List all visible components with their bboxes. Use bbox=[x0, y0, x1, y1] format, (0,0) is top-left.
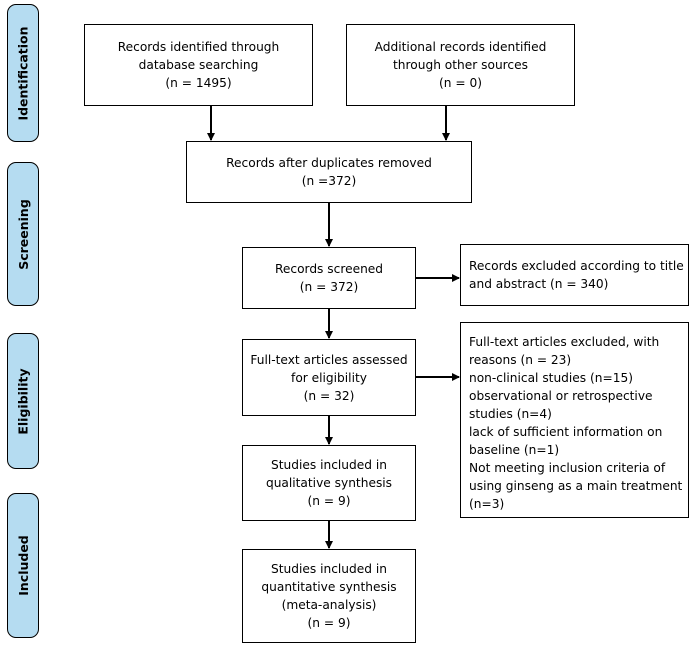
box-line: Additional records identified bbox=[374, 40, 547, 54]
box-line: reasons (n = 23) bbox=[469, 353, 572, 367]
box-line: quantitative synthesis bbox=[261, 580, 397, 594]
box-line: Studies included in bbox=[271, 458, 387, 472]
stage-identification: Identification bbox=[7, 4, 39, 142]
box-excluded-title-abstract: Records excluded according to title and … bbox=[460, 244, 689, 306]
box-quantitative-synthesis: Studies included in quantitative synthes… bbox=[242, 549, 416, 643]
box-line: (n = 0) bbox=[439, 76, 482, 90]
box-line: Not meeting inclusion criteria of bbox=[469, 461, 666, 475]
box-line: Records after duplicates removed bbox=[226, 156, 432, 170]
box-line: (n = 9) bbox=[307, 616, 351, 630]
box-line: (n = 1495) bbox=[165, 76, 232, 90]
box-line: (meta-analysis) bbox=[281, 598, 377, 612]
box-records-screened: Records screened (n = 372) bbox=[242, 247, 416, 309]
box-line: for eligibility bbox=[291, 370, 367, 385]
box-fulltext-assessed: Full-text articles assessed for eligibil… bbox=[242, 339, 416, 416]
box-line: (n =372) bbox=[301, 174, 357, 188]
box-line: Records identified through bbox=[117, 40, 280, 54]
box-line: lack of sufficient information on bbox=[469, 425, 663, 439]
box-line: Records excluded according to title bbox=[469, 259, 684, 273]
box-line: qualitative synthesis bbox=[265, 476, 393, 490]
stage-screening: Screening bbox=[7, 162, 39, 306]
box-line: (n = 32) bbox=[303, 388, 355, 403]
box-line: (n = 372) bbox=[299, 280, 359, 294]
box-line: Records screened bbox=[274, 262, 384, 276]
box-duplicates-removed: Records after duplicates removed (n =372… bbox=[186, 141, 472, 203]
box-line: observational or retrospective bbox=[469, 389, 653, 403]
box-line: and abstract (n = 340) bbox=[469, 277, 609, 291]
stage-eligibility: Eligibility bbox=[7, 333, 39, 469]
box-line: Full-text articles excluded, with bbox=[469, 335, 660, 349]
box-line: (n=3) bbox=[469, 497, 505, 511]
box-line: studies (n=4) bbox=[469, 407, 552, 421]
box-line: through other sources bbox=[393, 58, 528, 72]
box-line: (n = 9) bbox=[307, 494, 351, 508]
box-line: database searching bbox=[138, 58, 259, 72]
box-line: using ginseng as a main treatment bbox=[469, 479, 683, 493]
box-line: Studies included in bbox=[271, 562, 387, 576]
stage-included: Included bbox=[7, 493, 39, 638]
box-qualitative-synthesis: Studies included in qualitative synthesi… bbox=[242, 445, 416, 521]
box-other-sources: Additional records identified through ot… bbox=[346, 24, 575, 106]
box-fulltext-excluded: Full-text articles excluded, with reason… bbox=[460, 322, 689, 518]
box-line: non-clinical studies (n=15) bbox=[469, 371, 633, 385]
box-line: Full-text articles assessed bbox=[250, 352, 408, 367]
box-line: baseline (n=1) bbox=[469, 443, 560, 457]
box-database-searching: Records identified through database sear… bbox=[84, 24, 313, 106]
